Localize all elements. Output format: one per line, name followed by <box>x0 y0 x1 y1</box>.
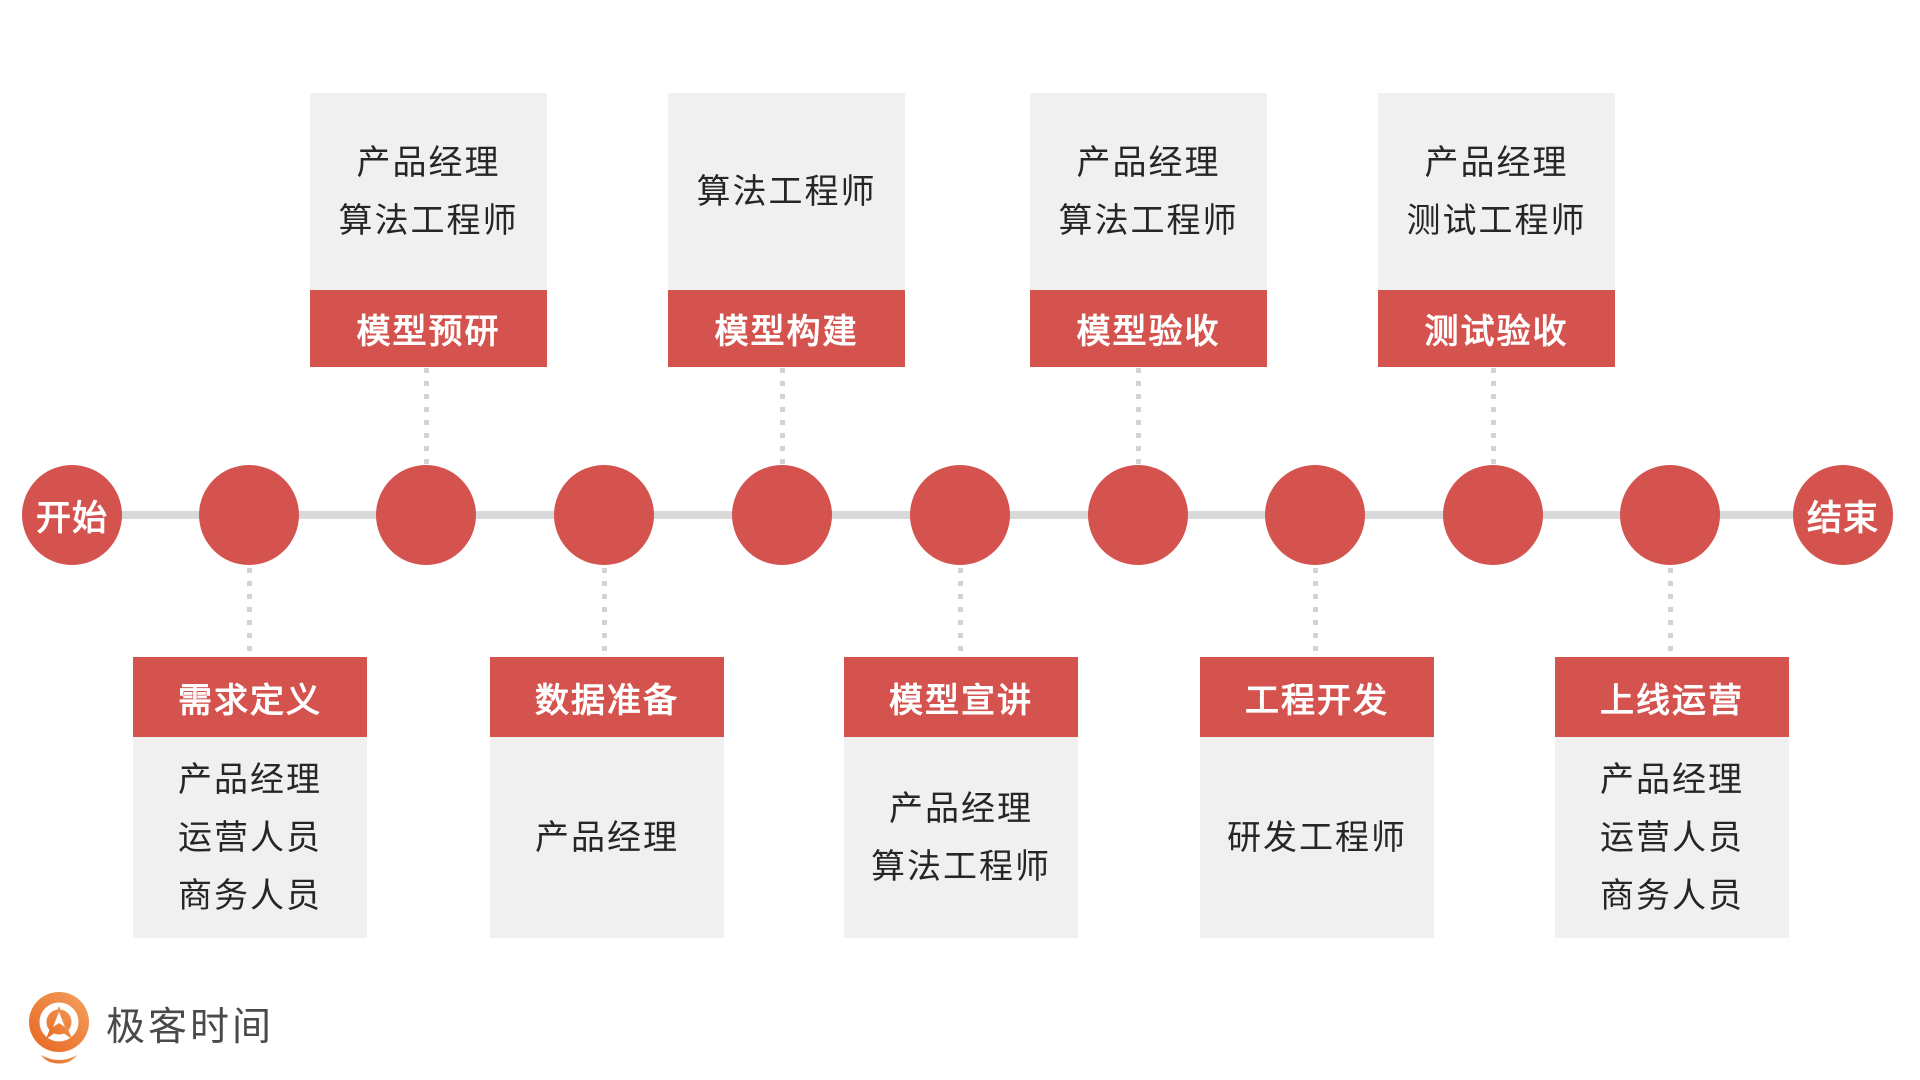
role-label: 产品经理 <box>178 760 322 799</box>
stage-roles: 产品经理 算法工程师 <box>844 737 1078 938</box>
stage-title: 上线运营 <box>1555 657 1789 737</box>
timeline-node-6 <box>1088 465 1188 565</box>
stage-roles: 算法工程师 <box>668 93 905 290</box>
stage-roles: 产品经理 运营人员 商务人员 <box>1555 737 1789 938</box>
connector-requirement-definition <box>247 568 252 657</box>
connector-model-build <box>780 368 785 465</box>
stage-roles: 产品经理 测试工程师 <box>1378 93 1615 290</box>
stage-card-launch-operation: 上线运营 产品经理 运营人员 商务人员 <box>1555 657 1789 938</box>
role-label: 商务人员 <box>178 876 322 915</box>
geektime-logo: 极客时间 <box>28 992 274 1064</box>
stage-title: 需求定义 <box>133 657 367 737</box>
role-label: 测试工程师 <box>1406 201 1587 240</box>
start-label: 开始 <box>35 498 108 538</box>
role-label: 运营人员 <box>178 818 322 857</box>
role-label: 运营人员 <box>1600 818 1744 857</box>
stage-roles: 产品经理 算法工程师 <box>1030 93 1267 290</box>
geektime-logo-icon <box>29 992 89 1064</box>
stage-title: 模型预研 <box>310 290 547 367</box>
stage-title: 工程开发 <box>1200 657 1434 737</box>
timeline-node-7 <box>1265 465 1365 565</box>
role-label: 产品经理 <box>1076 143 1221 182</box>
stage-card-model-acceptance: 产品经理 算法工程师 模型验收 <box>1030 93 1267 367</box>
timeline-node-2 <box>376 465 476 565</box>
stage-title: 测试验收 <box>1378 290 1615 367</box>
role-label: 商务人员 <box>1600 876 1744 915</box>
stage-card-data-preparation: 数据准备 产品经理 <box>490 657 724 938</box>
stage-card-test-acceptance: 产品经理 测试工程师 测试验收 <box>1378 93 1615 367</box>
stage-roles: 研发工程师 <box>1200 737 1434 938</box>
role-label: 算法工程师 <box>871 847 1051 886</box>
role-label: 产品经理 <box>889 789 1033 828</box>
stage-title: 模型宣讲 <box>844 657 1078 737</box>
timeline-node-start: 开始 <box>22 465 122 565</box>
geektime-logo-text: 极客时间 <box>106 1006 275 1049</box>
stage-roles: 产品经理 算法工程师 <box>310 93 547 290</box>
timeline-node-4 <box>732 465 832 565</box>
stage-card-model-presentation: 模型宣讲 产品经理 算法工程师 <box>844 657 1078 938</box>
stage-roles: 产品经理 运营人员 商务人员 <box>133 737 367 938</box>
role-label: 算法工程师 <box>696 172 877 211</box>
stage-card-engineering-dev: 工程开发 研发工程师 <box>1200 657 1434 938</box>
timeline-node-5 <box>910 465 1010 565</box>
role-label: 研发工程师 <box>1227 818 1407 857</box>
timeline-node-1 <box>199 465 299 565</box>
timeline-node-3 <box>554 465 654 565</box>
role-label: 产品经理 <box>535 818 679 857</box>
timeline-node-9 <box>1620 465 1720 565</box>
timeline-node-end: 结束 <box>1793 465 1893 565</box>
stage-card-requirement-definition: 需求定义 产品经理 运营人员 商务人员 <box>133 657 367 938</box>
connector-test-acceptance <box>1491 368 1496 465</box>
role-label: 产品经理 <box>1424 143 1569 182</box>
stage-title: 数据准备 <box>490 657 724 737</box>
connector-engineering-dev <box>1313 568 1318 657</box>
role-label: 算法工程师 <box>338 201 519 240</box>
role-label: 算法工程师 <box>1058 201 1239 240</box>
connector-launch-operation <box>1668 568 1673 657</box>
connector-data-preparation <box>602 568 607 657</box>
end-label: 结束 <box>1806 498 1879 538</box>
connector-model-acceptance <box>1136 368 1141 465</box>
role-label: 产品经理 <box>356 143 501 182</box>
connector-model-presentation <box>958 568 963 657</box>
connector-model-preresearch <box>424 368 429 465</box>
stage-title: 模型构建 <box>668 290 905 367</box>
role-label: 产品经理 <box>1600 760 1744 799</box>
stage-roles: 产品经理 <box>490 737 724 938</box>
stage-card-model-build: 算法工程师 模型构建 <box>668 93 905 367</box>
timeline-node-8 <box>1443 465 1543 565</box>
stage-card-model-preresearch: 产品经理 算法工程师 模型预研 <box>310 93 547 367</box>
stage-title: 模型验收 <box>1030 290 1267 367</box>
